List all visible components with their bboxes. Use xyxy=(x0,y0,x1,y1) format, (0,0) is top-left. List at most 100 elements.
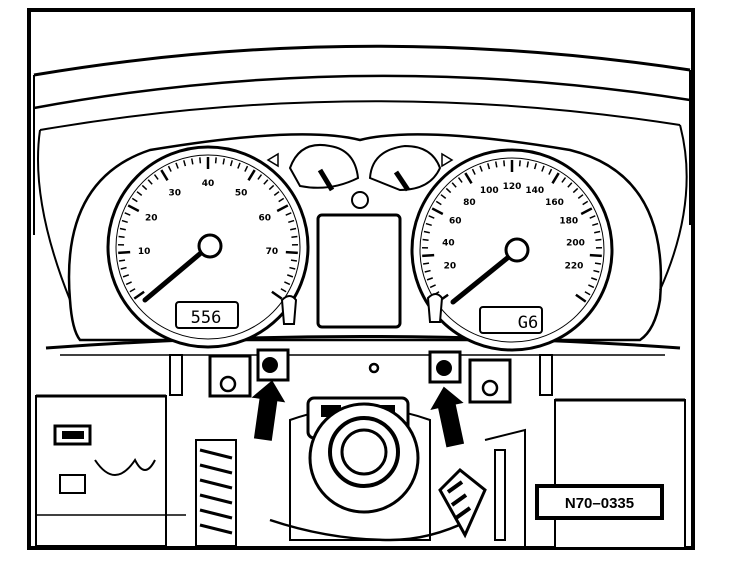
gauge-tick xyxy=(561,177,567,183)
gauge-tick xyxy=(229,160,233,167)
gauge-tick xyxy=(237,162,241,169)
gauge-tick xyxy=(426,277,434,281)
gauge-tick xyxy=(422,253,435,258)
gauge-tick xyxy=(435,200,442,206)
gauge-scale-label: 160 xyxy=(545,198,564,208)
gauge-scale-label: 200 xyxy=(566,239,585,249)
gauge-tick xyxy=(247,169,256,181)
gauge-tick xyxy=(285,250,298,255)
gauge-tick xyxy=(136,191,143,196)
gauge-tick xyxy=(273,191,280,196)
gauge-tick xyxy=(129,288,136,293)
gauge-tick xyxy=(479,165,483,172)
tachometer-needle xyxy=(450,248,519,305)
gauge-tick xyxy=(153,174,159,180)
gauge-tick xyxy=(422,262,430,265)
gauge-tick xyxy=(518,160,521,167)
tachometer-display-value: G6 xyxy=(518,313,538,333)
reference-code-box: N70–0335 xyxy=(535,484,664,520)
gauge-tick xyxy=(271,290,283,300)
gauge-tick xyxy=(124,212,131,216)
center-display xyxy=(316,213,402,329)
dashboard-top-arcs xyxy=(33,44,691,301)
gauge-tick xyxy=(589,253,602,258)
gauge-scale-label: 70 xyxy=(266,247,279,257)
arrow-right xyxy=(430,386,465,448)
gauge-tick xyxy=(541,165,545,172)
gauge-tick xyxy=(494,161,498,168)
steering-column-area xyxy=(35,348,686,549)
gauge-tick xyxy=(526,161,530,168)
gauge-tick xyxy=(290,259,298,262)
tachometer-ticks xyxy=(422,160,602,303)
gauge-tick xyxy=(263,179,269,185)
gauge-tick xyxy=(280,288,287,293)
gauge-tick xyxy=(244,165,249,172)
gauge-scale-label: 50 xyxy=(235,188,248,198)
gauge-tick xyxy=(175,162,179,169)
gauge-tick xyxy=(440,194,447,199)
gauge-scale-label: 120 xyxy=(503,182,522,192)
speedometer-ticks xyxy=(118,157,298,300)
gauge-scale-label: 100 xyxy=(480,186,499,196)
speedometer-display-value: 556 xyxy=(191,308,222,328)
gauge-tick xyxy=(451,182,457,188)
gauge-scale-label: 80 xyxy=(463,198,476,208)
gauge-tick xyxy=(278,197,285,203)
gauge-tick xyxy=(290,227,297,231)
gauge-tick xyxy=(284,281,291,286)
gauge-tick xyxy=(131,197,138,203)
gauge-tick xyxy=(288,219,295,224)
gauge-scale-label: 180 xyxy=(559,216,578,226)
gauge-tick xyxy=(120,266,127,270)
speedometer-display xyxy=(175,301,239,329)
gauge-tick xyxy=(572,187,579,194)
gauge-tick xyxy=(286,274,294,278)
gauge-scale-label: 40 xyxy=(202,179,215,189)
gauge-tick xyxy=(589,215,596,219)
gauge-tick xyxy=(580,207,593,216)
gauge-tick xyxy=(285,212,292,216)
small-gauges xyxy=(266,144,454,209)
gauge-tick xyxy=(575,293,587,303)
gauge-tick xyxy=(551,172,560,184)
gauge-tick xyxy=(222,158,226,165)
gauge-tick xyxy=(118,259,126,262)
gauge-tick xyxy=(503,160,506,167)
gauge-tick xyxy=(428,215,435,219)
gauge-tick xyxy=(183,160,187,167)
gauge-tick xyxy=(588,284,595,289)
gauge-scale-label: 60 xyxy=(449,216,462,226)
gauge-scale-label: 10 xyxy=(138,247,151,257)
gauge-tick xyxy=(590,277,598,281)
gauge-scale-label: 40 xyxy=(442,239,455,249)
gauge-tick xyxy=(548,168,553,175)
gauge-tick xyxy=(268,184,275,191)
gauge-tick xyxy=(167,165,172,172)
gauge-tick xyxy=(582,200,589,206)
gauge-tick xyxy=(431,207,444,216)
gauge-tick xyxy=(160,169,169,181)
gauge-tick xyxy=(291,235,298,238)
gauge-tick xyxy=(429,284,436,289)
gauge-scale-label: 20 xyxy=(145,213,158,223)
gauge-tick xyxy=(190,158,194,165)
gauge-tick xyxy=(584,291,591,296)
gauge-tick xyxy=(424,269,431,273)
gauge-tick xyxy=(594,230,601,234)
gauge-tick xyxy=(471,168,476,175)
gauge-tick xyxy=(567,182,573,188)
gauge-tick xyxy=(422,238,429,241)
tachometer-hub xyxy=(504,237,530,263)
gauge-tick xyxy=(257,174,263,180)
gauge-scale-label: 140 xyxy=(525,186,544,196)
gauge-tick xyxy=(445,187,452,194)
gauge-tick xyxy=(464,172,473,184)
gauge-tick xyxy=(593,269,600,273)
speedometer-needle xyxy=(142,244,211,303)
indicator-lamps xyxy=(280,293,444,325)
gauge-scale-label: 30 xyxy=(169,188,182,198)
gauge-tick xyxy=(457,177,463,183)
gauge-tick xyxy=(423,230,430,234)
